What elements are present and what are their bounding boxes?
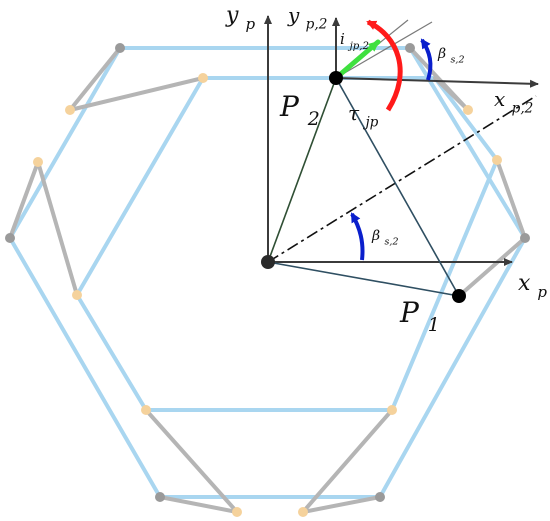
label-main: P xyxy=(399,296,420,329)
p1-point xyxy=(452,289,466,303)
joint xyxy=(463,105,473,115)
p2-point xyxy=(329,71,343,85)
label-subscript: p,2 xyxy=(512,100,534,116)
leg-link xyxy=(144,408,239,514)
joint xyxy=(5,233,15,243)
joint xyxy=(298,507,308,517)
label-subscript: jp,2 xyxy=(348,41,369,52)
joint xyxy=(232,507,242,517)
leg-link xyxy=(36,160,79,297)
label-main: y xyxy=(287,3,300,27)
gray-joints xyxy=(5,43,530,502)
label-main: x xyxy=(518,271,531,296)
joint xyxy=(492,155,502,165)
blue-angle-arc-center xyxy=(350,212,365,261)
label-main: y xyxy=(225,3,239,28)
label-subscript: p xyxy=(245,15,255,33)
joint xyxy=(115,43,125,53)
joint xyxy=(33,157,43,167)
leg-link xyxy=(433,76,470,112)
label-P2: P 2 xyxy=(279,90,320,130)
label-main: β xyxy=(437,46,446,62)
label-x-p2: x p,2 xyxy=(494,87,533,116)
label-main: τ xyxy=(348,101,360,125)
leg-link xyxy=(68,46,122,112)
inner-hexagon xyxy=(75,76,499,412)
label-P1: P 1 xyxy=(399,296,440,336)
joint xyxy=(65,105,75,115)
label-subscript: p xyxy=(537,283,547,301)
joint xyxy=(405,43,415,53)
joint xyxy=(155,492,165,502)
guide-line xyxy=(335,21,433,79)
blue-angle-arc-top xyxy=(420,38,433,81)
label-subscript: s,2 xyxy=(451,55,465,66)
leg-link xyxy=(68,76,205,112)
label-main: x xyxy=(494,87,505,111)
leg-link xyxy=(8,160,40,240)
label-main: β xyxy=(371,228,380,244)
label-subscript: 2 xyxy=(307,108,320,130)
label-tau-jp: τ jp xyxy=(348,101,379,130)
leg-link xyxy=(301,408,394,514)
line-origin-p2 xyxy=(267,77,337,263)
leg-link xyxy=(301,495,382,514)
origin-point xyxy=(261,255,275,269)
label-i-jp2: i jp,2 xyxy=(340,30,369,52)
label-subscript: s,2 xyxy=(385,237,399,248)
joint xyxy=(198,73,208,83)
dash-dot-line xyxy=(267,95,537,263)
label-x-p: x p xyxy=(518,271,547,301)
label-subscript: 1 xyxy=(428,314,440,336)
label-beta-s2-top: β s,2 xyxy=(437,46,465,66)
x-p2-axis xyxy=(335,77,539,88)
label-subscript: p,2 xyxy=(306,16,328,32)
joint xyxy=(72,290,82,300)
leg-link xyxy=(457,236,527,298)
joint xyxy=(141,405,151,415)
joint xyxy=(375,492,385,502)
joint xyxy=(387,405,397,415)
label-subscript: jp xyxy=(362,114,378,130)
label-y-p2: y p,2 xyxy=(287,3,327,32)
red-torque-arc xyxy=(366,19,403,112)
joint xyxy=(520,233,530,243)
label-main: P xyxy=(279,90,300,123)
label-y-p: y p xyxy=(225,3,255,33)
green-vector-ijp xyxy=(333,39,381,81)
line-origin-p1 xyxy=(267,261,460,297)
line-p2-p1 xyxy=(335,77,460,297)
label-main: i xyxy=(340,30,345,48)
leg-link xyxy=(158,495,239,514)
leg-link xyxy=(495,158,527,240)
label-beta-s2-center: β s,2 xyxy=(371,228,399,248)
